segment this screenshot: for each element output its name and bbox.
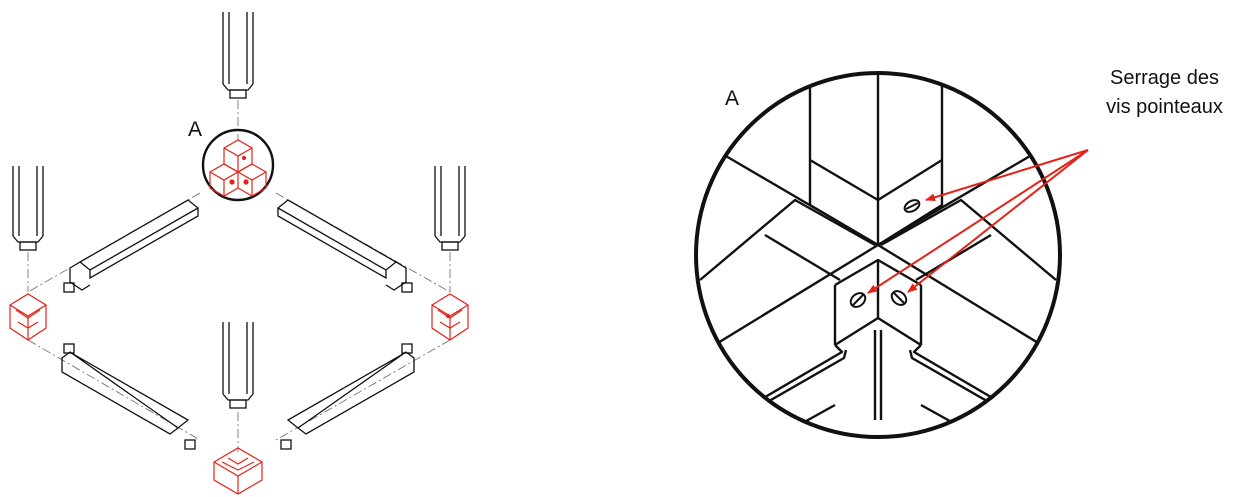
post-top — [222, 12, 254, 99]
set-screw-icon — [849, 292, 867, 308]
detail-view — [694, 71, 1089, 439]
set-screw-icon — [903, 199, 921, 213]
beam-lower-left — [61, 343, 196, 450]
connector-left — [9, 293, 47, 341]
detail-title-label: A — [725, 87, 740, 110]
detail-marker-label: A — [188, 118, 203, 141]
detail-marker-circle — [201, 128, 275, 202]
beam-upper-right — [276, 199, 413, 293]
connector-right — [431, 293, 469, 341]
callout-line-2: vis pointeaux — [1106, 96, 1223, 118]
post-left — [12, 166, 44, 251]
connector-top — [209, 139, 267, 197]
post-right — [434, 166, 466, 251]
axis-lines — [27, 100, 451, 452]
post-bottom — [222, 322, 254, 409]
beam-lower-right — [280, 343, 415, 450]
set-screw-icon — [890, 290, 908, 306]
callout-arrows — [867, 149, 1089, 294]
beam-upper-left — [63, 199, 200, 293]
exploded-assembly — [9, 12, 469, 495]
callout-line-1: Serrage des — [1110, 67, 1219, 89]
callout-text: Serrage des vis pointeaux — [1082, 64, 1247, 122]
detail-frame-circle — [694, 71, 1062, 439]
connector-bottom — [213, 447, 263, 495]
